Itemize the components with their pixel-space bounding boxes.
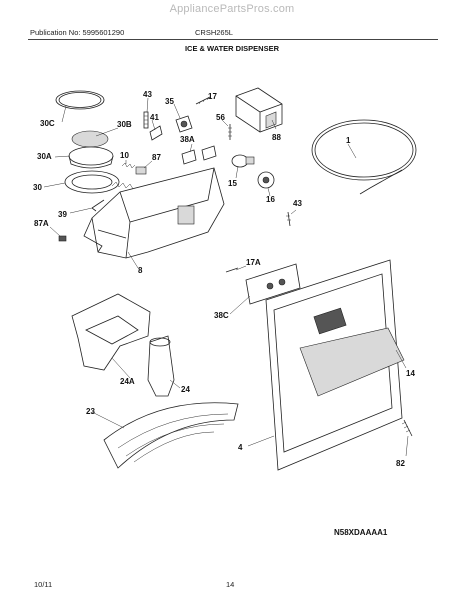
callout-82: 82 <box>396 459 405 468</box>
callout-15: 15 <box>228 179 237 188</box>
leader-lines <box>43 97 409 457</box>
callout-38c: 38C <box>214 311 229 320</box>
part-38a-switches[interactable] <box>181 145 217 165</box>
part-30-ring-assembly[interactable] <box>64 170 134 194</box>
callout-30a: 30A <box>37 152 52 161</box>
part-56-screw[interactable] <box>228 124 232 140</box>
callout-24a: 24A <box>120 377 135 386</box>
part-1-tubing[interactable] <box>311 119 417 195</box>
part-17a-screw[interactable] <box>225 267 239 273</box>
part-17-screw[interactable] <box>195 96 211 105</box>
callout-24: 24 <box>181 385 190 394</box>
callout-30: 30 <box>33 183 42 192</box>
callout-38a: 38A <box>180 135 195 144</box>
callout-labels: 30C 30B 30A 30 39 87A 43 41 10 87 35 17 … <box>33 90 415 468</box>
part-30a-housing[interactable] <box>68 146 114 169</box>
part-38c-switch-plate[interactable] <box>245 263 301 305</box>
callout-1: 1 <box>346 136 351 145</box>
part-24a-ice-chute[interactable] <box>71 293 151 371</box>
callout-43-top: 43 <box>143 90 152 99</box>
callout-10: 10 <box>120 151 129 160</box>
callout-4: 4 <box>238 443 243 452</box>
part-43-screw-lower[interactable] <box>286 211 291 227</box>
part-41-lever[interactable] <box>149 125 163 141</box>
callout-87: 87 <box>152 153 161 162</box>
callout-23: 23 <box>86 407 95 416</box>
callout-17a: 17A <box>246 258 261 267</box>
part-87-clip[interactable] <box>135 166 147 175</box>
part-39-pin[interactable] <box>91 199 105 212</box>
callout-56: 56 <box>216 113 225 122</box>
callout-16: 16 <box>266 195 275 204</box>
callout-41: 41 <box>150 113 159 122</box>
model-number: CRSH265L <box>195 28 233 37</box>
callout-35: 35 <box>165 97 174 106</box>
part-10-spring[interactable] <box>121 162 136 169</box>
footer-date: 10/11 <box>34 580 53 589</box>
part-30c-gasket[interactable] <box>55 90 105 110</box>
page-title: ICE & WATER DISPENSER <box>184 44 280 53</box>
part-16-socket[interactable] <box>257 171 275 189</box>
part-8-dispenser-housing[interactable] <box>83 167 225 259</box>
callout-30b: 30B <box>117 120 132 129</box>
callout-30c: 30C <box>40 119 55 128</box>
part-23-drip-tray[interactable] <box>103 402 239 469</box>
site-watermark: AppliancePartsPros.com <box>169 3 295 15</box>
part-82-screw[interactable] <box>401 419 413 437</box>
callout-39: 39 <box>58 210 67 219</box>
part-14-overlay[interactable] <box>299 327 405 397</box>
part-15-bulb[interactable] <box>231 154 255 168</box>
callout-17-top: 17 <box>208 92 217 101</box>
part-87a-clip[interactable] <box>58 235 67 242</box>
part-24-paddle[interactable] <box>147 335 175 397</box>
callout-88: 88 <box>272 133 281 142</box>
part-88-actuator[interactable] <box>235 87 283 133</box>
callout-43-right: 43 <box>293 199 302 208</box>
callout-14: 14 <box>406 369 415 378</box>
publication-number: Publication No: 5995601290 <box>30 28 125 37</box>
diagram-code: N58XDAAAA1 <box>334 528 388 537</box>
callout-87a: 87A <box>34 219 49 228</box>
part-43-screw[interactable] <box>143 111 149 129</box>
callout-8: 8 <box>138 266 143 275</box>
part-35-solenoid[interactable] <box>175 115 193 133</box>
header-rule <box>28 39 438 40</box>
page-number: 14 <box>226 580 235 589</box>
